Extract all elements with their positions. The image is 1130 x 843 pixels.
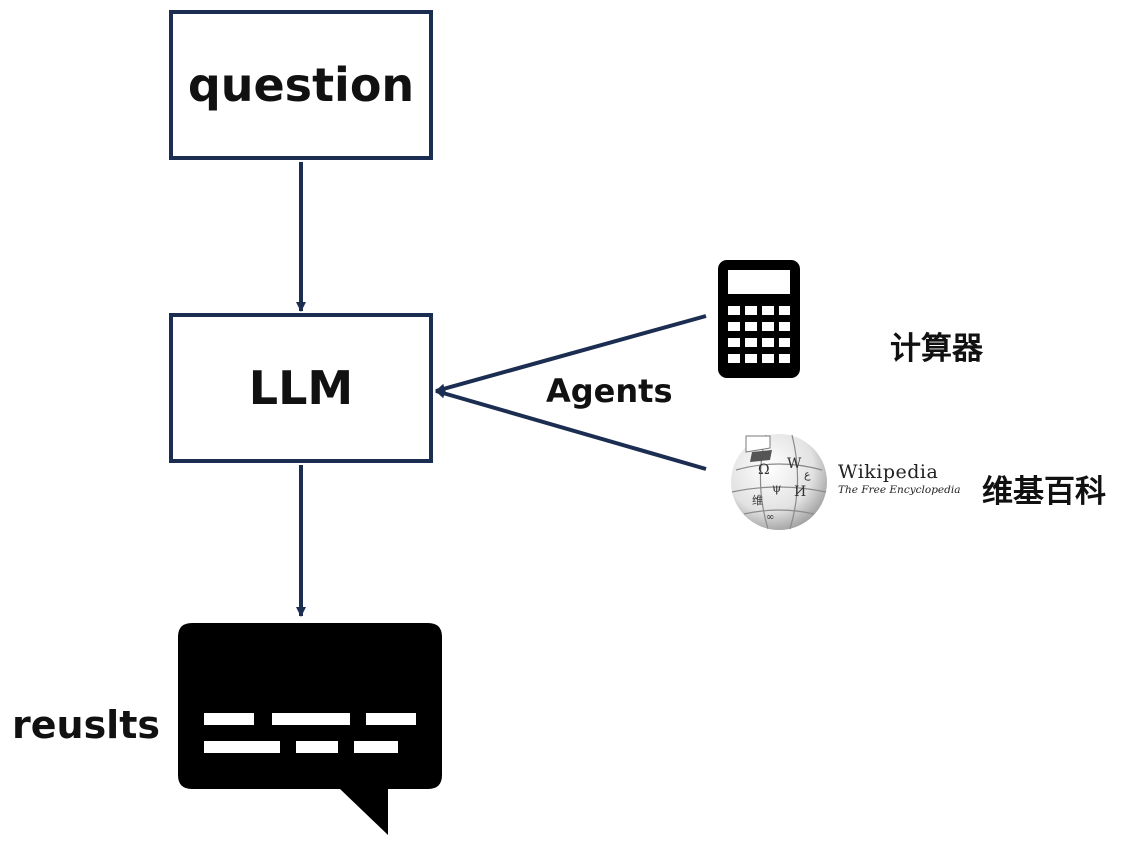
wikipedia-wordmark: Wikipedia The Free Encyclopedia [838,463,960,496]
llm-node: LLM [169,313,433,463]
wikipedia-globe-icon: Ω W И 维 ψ ع ∞ [731,434,827,530]
wikipedia-wordmark-name: Wikipedia [838,461,939,483]
calculator-label: 计算器 [890,331,983,367]
svg-text:维: 维 [752,494,763,507]
question-node-label: question [187,58,415,112]
question-node: question [169,10,433,160]
arrow-calculator-to-llm [435,314,707,394]
svg-text:ψ: ψ [772,481,781,495]
svg-text:И: И [794,484,806,500]
wikipedia-label: 维基百科 [982,474,1106,510]
chat-bubble-icon [178,623,442,835]
svg-text:W: W [787,456,802,472]
arrow-wikipedia-to-llm [435,388,707,471]
llm-node-label: LLM [248,361,354,415]
svg-text:Ω: Ω [758,462,770,478]
svg-text:ع: ع [804,468,811,481]
agents-edge-label: Agents [546,372,673,410]
wikipedia-wordmark-tagline: The Free Encyclopedia [838,484,961,496]
results-label: reuslts [12,703,160,747]
svg-text:∞: ∞ [766,512,774,523]
calculator-icon [718,260,800,378]
